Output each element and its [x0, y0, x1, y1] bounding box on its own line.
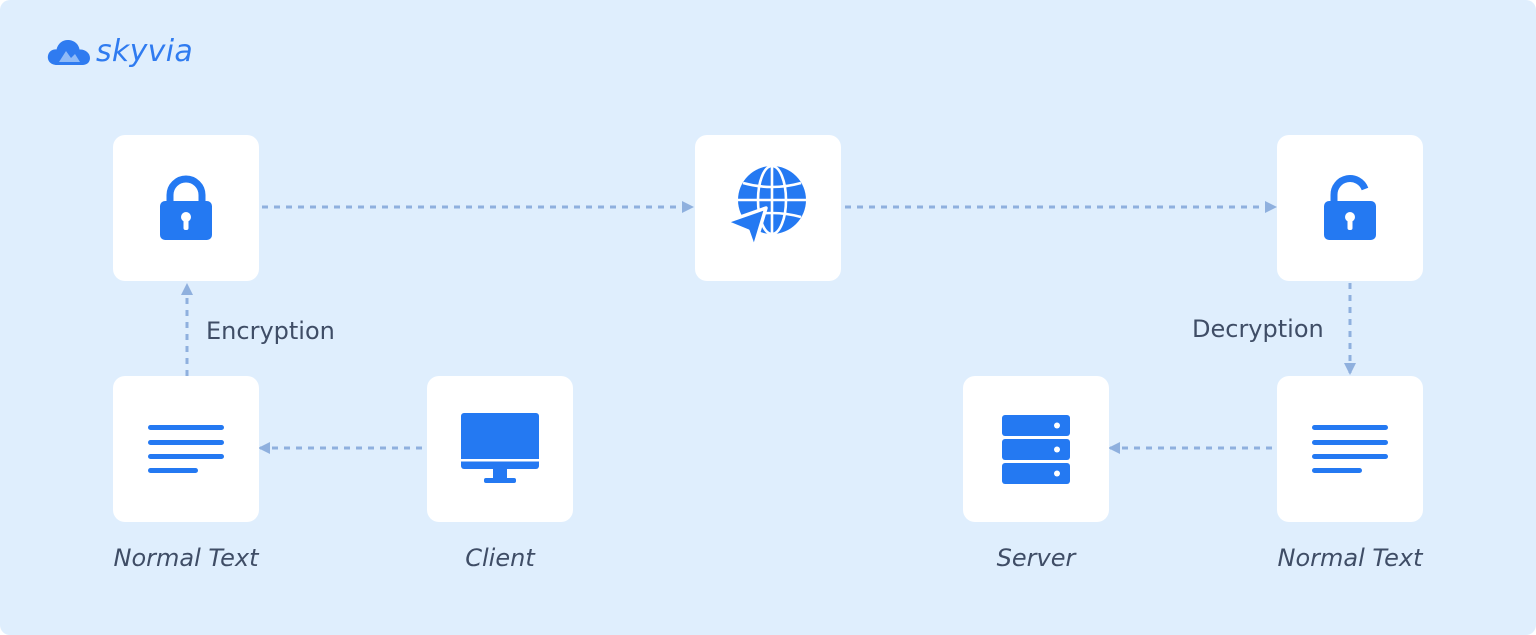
- node-client: [427, 376, 573, 522]
- skyvia-logo: skyvia: [46, 34, 193, 70]
- node-internet: [695, 135, 841, 281]
- monitor-icon: [461, 413, 539, 483]
- server-icon: [1002, 415, 1070, 484]
- node-server-normal-text: [1277, 376, 1423, 522]
- node-decrypted-lock: [1277, 135, 1423, 281]
- lock-open-icon: [1324, 175, 1376, 240]
- encryption-label: Encryption: [206, 317, 335, 345]
- caption-server-normal-text: Normal Text: [1277, 544, 1423, 572]
- text-lines-icon: [148, 425, 224, 473]
- text-lines-icon: [1312, 425, 1388, 473]
- decryption-label: Decryption: [1192, 315, 1324, 343]
- node-server: [963, 376, 1109, 522]
- lock-closed-icon: [160, 175, 212, 240]
- caption-client-normal-text: Normal Text: [113, 544, 259, 572]
- brand-name: skyvia: [96, 34, 194, 69]
- node-client-normal-text: [113, 376, 259, 522]
- caption-server: Server: [996, 544, 1076, 572]
- globe-cursor-icon: [724, 164, 806, 250]
- cloud-logo-icon: [47, 39, 90, 65]
- node-encrypted-lock: [113, 135, 259, 281]
- caption-client: Client: [465, 544, 535, 572]
